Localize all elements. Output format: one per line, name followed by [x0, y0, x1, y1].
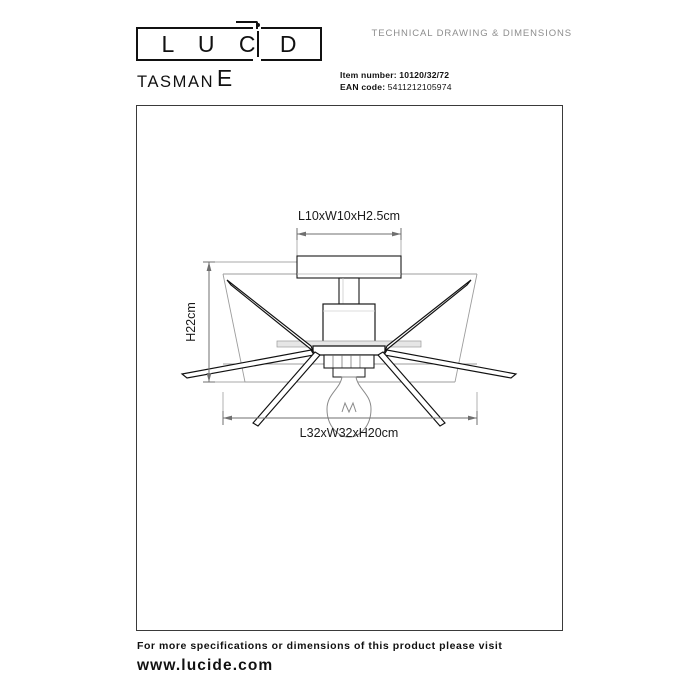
product-meta: Item number: 10120/32/72 EAN code: 54112… [340, 70, 452, 93]
ean-code-value: 5411212105974 [387, 81, 452, 92]
product-technical-drawing: L10xW10xH2.5cm H22cm L32xW32xH20cm [180, 209, 518, 440]
lamp-socket [323, 354, 375, 378]
ean-code-label: EAN code [340, 81, 383, 92]
item-number-row: Item number: 10120/32/72 [340, 70, 452, 82]
page-footer: For more specifications or dimensions of… [137, 640, 577, 675]
bottom-dimension [222, 411, 478, 425]
bottom-dimension-label: L32xW32xH20cm [300, 426, 399, 440]
lamp-housing [322, 303, 376, 345]
top-dimension-label: L10xW10xH2.5cm [298, 209, 400, 223]
section-label: TECHNICAL DRAWING & DIMENSIONS [371, 28, 572, 39]
wire-arms-upper [226, 279, 472, 353]
logo-frame-right [261, 27, 322, 61]
logo-wordmark: L U C D E [161, 31, 306, 91]
ean-code-colon: : [382, 81, 386, 92]
bulb-filament [341, 401, 357, 414]
height-dimension-label: H22cm [184, 302, 198, 342]
logo-c-tail-decoration [236, 21, 258, 29]
wire-arms-mid [180, 349, 518, 379]
light-bulb [326, 376, 372, 438]
lamp-stem [338, 277, 360, 305]
footer-website-url[interactable]: www.lucide.com [137, 657, 274, 674]
logo-i-stem [257, 31, 259, 57]
ceiling-canopy-plate [296, 255, 402, 279]
logo-frame-left [136, 27, 253, 61]
lucide-logo: L U C D E [136, 21, 322, 91]
page-title: TASMAN [137, 73, 215, 91]
top-dimension [296, 228, 402, 240]
footer-instruction-text: For more specifications or dimensions of… [137, 640, 503, 652]
technical-drawing-frame: L10xW10xH2.5cm H22cm L32xW32xH20cm [136, 105, 563, 631]
page-header: L U C D E TECHNICAL DRAWING & DIMENSIONS… [0, 0, 700, 100]
item-number-value: 10120/32/72 [399, 70, 450, 80]
height-dimension [203, 261, 215, 383]
wire-arms-lower [252, 351, 446, 427]
ean-code-row: EAN code: 5411212105974 [340, 82, 452, 94]
item-number-label: Item number: [340, 70, 397, 80]
logo-i-dot [256, 23, 260, 27]
